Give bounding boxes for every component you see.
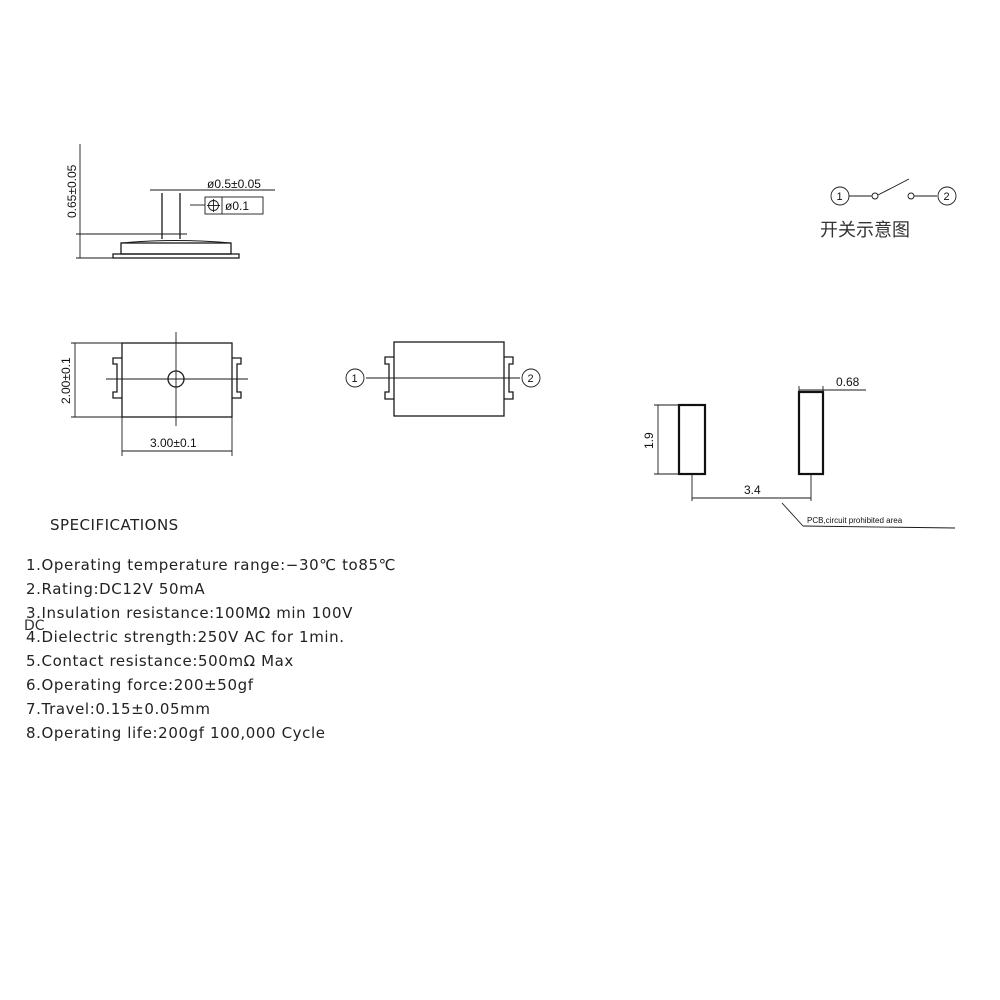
spec-item: 2.Rating:DC12V 50mA bbox=[26, 580, 206, 598]
schematic-terminal-2-marker bbox=[937, 186, 957, 206]
terminal-1-marker bbox=[345, 368, 365, 388]
terminal-2-marker bbox=[521, 368, 541, 388]
pcb-prohibited-note: PCB,circuit prohibited area bbox=[807, 516, 903, 525]
specifications-title: SPECIFICATIONS bbox=[50, 516, 179, 534]
spec-item: 8.Operating life:200gf 100,000 Cycle bbox=[26, 724, 326, 742]
spec-item: 6.Operating force:200±50gf bbox=[26, 676, 254, 694]
terminal-1-label: 1 bbox=[352, 373, 358, 385]
pad-width-dim: 0.68 bbox=[836, 375, 860, 389]
schematic-caption: 开关示意图 bbox=[820, 220, 910, 241]
spec-item: 7.Travel:0.15±0.05mm bbox=[26, 700, 211, 718]
switch-schematic: 1 2 开关示意图 bbox=[820, 178, 957, 241]
spec-item: 3.Insulation resistance:100MΩ min 100V bbox=[26, 604, 353, 622]
spec-item: 5.Contact resistance:500mΩ Max bbox=[26, 652, 294, 670]
schematic-terminal-2-label: 2 bbox=[944, 191, 950, 203]
spec-item: 4.Dielectric strength:250V AC for 1min. bbox=[26, 628, 345, 646]
specifications-list: 1.Operating temperature range:−30℃ to85℃… bbox=[26, 555, 396, 747]
stem-diameter-dim: ø0.5±0.05 bbox=[207, 177, 261, 191]
top-height-dim: 2.00±0.1 bbox=[59, 357, 73, 404]
position-tolerance-dim: ø0.1 bbox=[225, 199, 249, 213]
top-view: 2.00±0.1 3.00±0.1 bbox=[59, 332, 248, 456]
pad-spacing-dim: 3.4 bbox=[744, 483, 761, 497]
spec-overlap-fragment: DC bbox=[24, 618, 45, 634]
spec-item: 1.Operating temperature range:−30℃ to85℃ bbox=[26, 556, 397, 574]
terminal-2-label: 2 bbox=[528, 373, 534, 385]
switch-lever bbox=[877, 178, 910, 196]
pad-height-dim: 1.9 bbox=[642, 432, 656, 449]
pad-right bbox=[797, 390, 825, 476]
side-height-dim: 0.65±0.05 bbox=[65, 164, 79, 218]
side-view: 0.65±0.05 ø0.5±0.05 ø0.1 bbox=[65, 144, 275, 259]
schematic-terminal-1-label: 1 bbox=[837, 191, 843, 203]
pad-left bbox=[677, 403, 707, 476]
top-width-dim: 3.00±0.1 bbox=[150, 436, 197, 450]
pcb-layout: 1.9 0.68 3.4 PCB,circuit prohibited area bbox=[642, 375, 956, 529]
terminal-view: 1 2 bbox=[345, 341, 541, 417]
